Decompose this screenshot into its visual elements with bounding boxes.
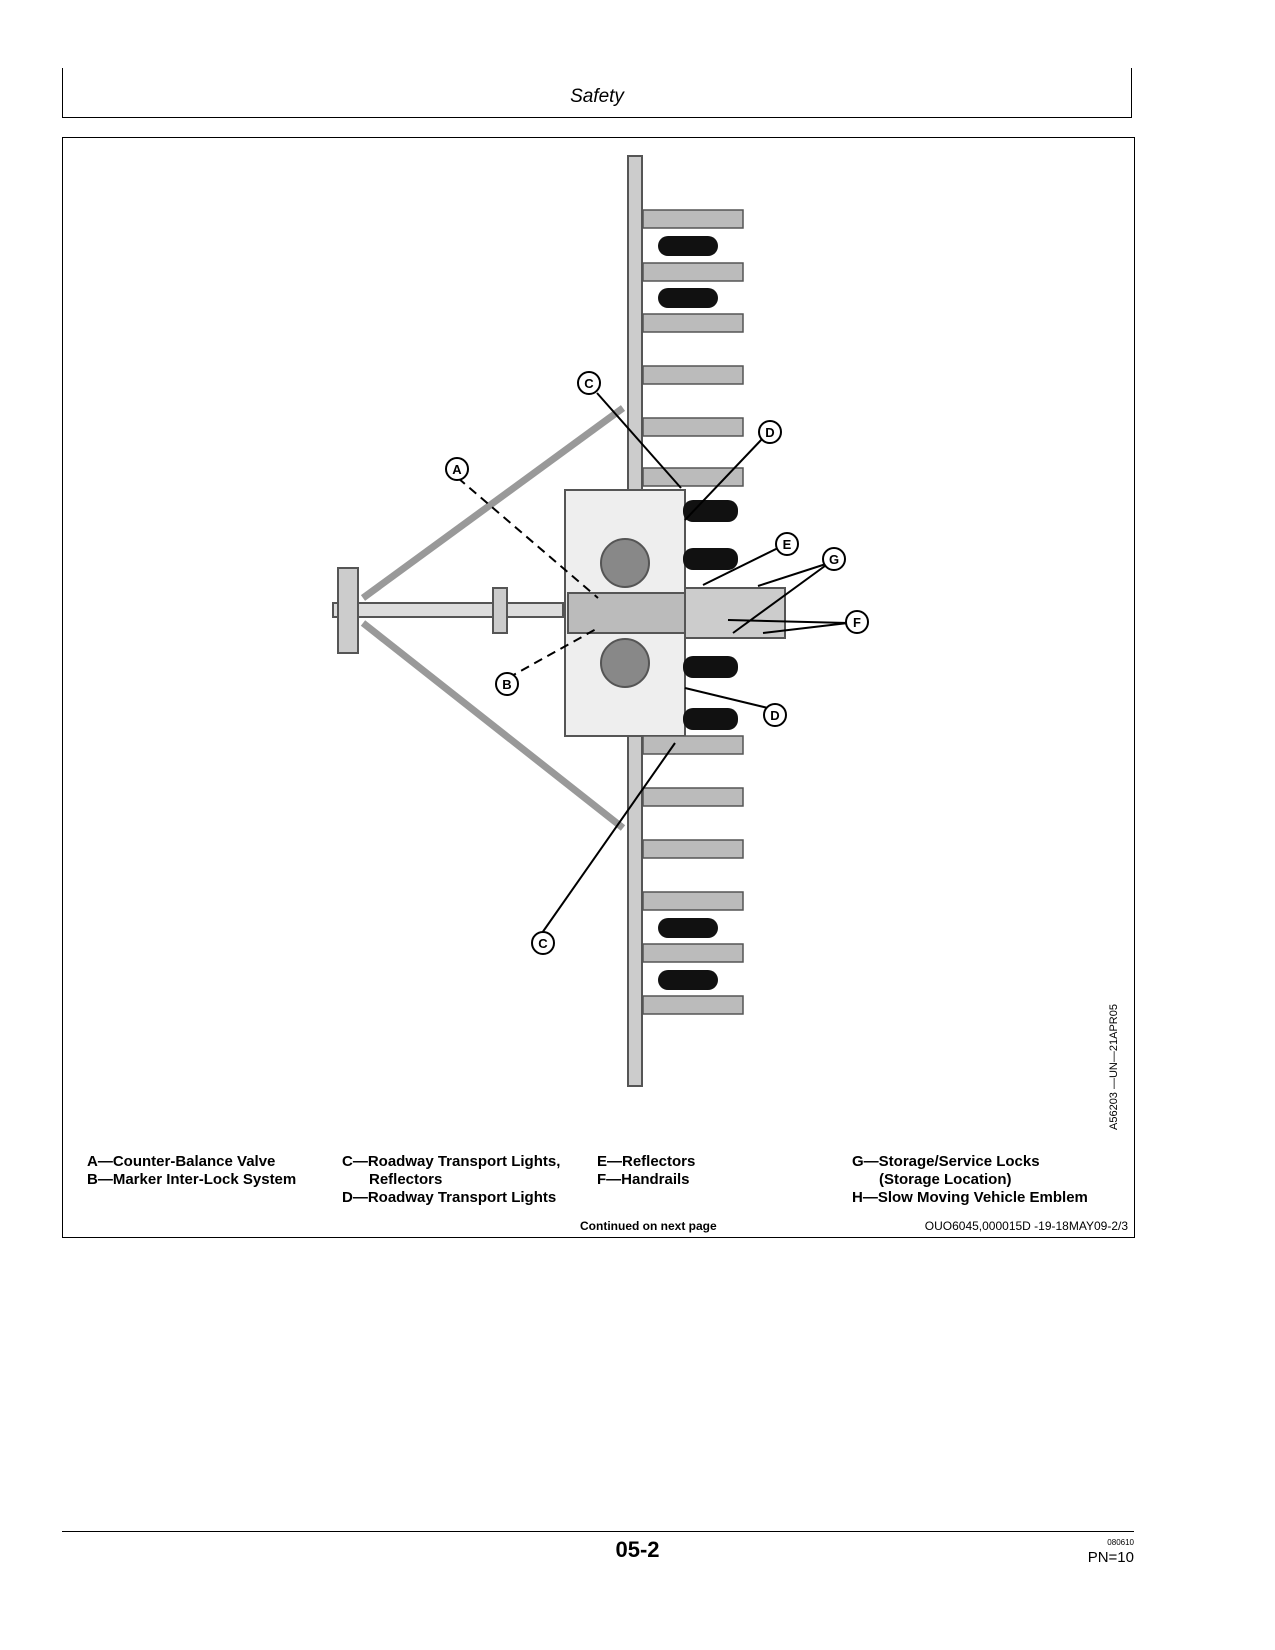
legend-item-g-cont: (Storage Location) [879, 1171, 1012, 1188]
reference-code: OUO6045,000015D -19-18MAY09-2/3 [924, 1219, 1128, 1233]
handrail-area [684, 587, 786, 639]
legend-item-c: C—Roadway Transport Lights, [342, 1153, 561, 1170]
page-number: 05-2 [615, 1537, 660, 1562]
callout-f: F [853, 615, 861, 630]
hitch-tongue [332, 602, 564, 618]
legend-item-h: H—Slow Moving Vehicle Emblem [852, 1189, 1088, 1206]
legend-col-4: G—Storage/Service Locks (Storage Locatio… [852, 1153, 1088, 1207]
callout-labels: A B C C D D E F G [452, 376, 861, 951]
continued-note: Continued on next page [580, 1219, 717, 1233]
callout-c-upper: C [584, 376, 594, 391]
planter-diagram: A B C C D D E F G [332, 155, 869, 1087]
brace-lower [360, 620, 626, 831]
seed-tank-lower [600, 638, 650, 688]
page-section-title: Safety [570, 86, 624, 107]
legend-col-1: A—Counter-Balance Valve B—Marker Inter-L… [87, 1153, 296, 1189]
header-box: Safety [62, 68, 1132, 118]
callout-g: G [829, 552, 839, 567]
seed-tank-upper [600, 538, 650, 588]
callout-c-lower: C [538, 936, 548, 951]
callout-b: B [502, 677, 511, 692]
figure-id: A56203 —UN—21APR05 [1108, 1004, 1120, 1130]
footer-rule [62, 1531, 1134, 1532]
hitch-clevis [337, 567, 359, 654]
legend-item-g: G—Storage/Service Locks [852, 1153, 1040, 1170]
brace-upper [360, 405, 626, 601]
callout-d-upper: D [765, 425, 774, 440]
legend-item-a: A—Counter-Balance Valve [87, 1153, 276, 1170]
legend-col-2: C—Roadway Transport Lights, Reflectors D… [342, 1153, 560, 1207]
callout-d-lower: D [770, 708, 779, 723]
legend-item-c-cont: Reflectors [369, 1171, 443, 1188]
callout-e: E [783, 537, 792, 552]
figure-box: A B C C D D E F G [62, 137, 1135, 1238]
leader-lines [457, 392, 849, 934]
legend-item-b: B—Marker Inter-Lock System [87, 1171, 297, 1188]
legend-item-f: F—Handrails [597, 1171, 690, 1188]
legend-item-d: D—Roadway Transport Lights [342, 1189, 557, 1206]
legend-item-e: E—Reflectors [597, 1153, 696, 1170]
callout-a: A [452, 462, 462, 477]
legend-col-3: E—Reflectors F—Handrails [597, 1153, 695, 1189]
callout-circles [445, 371, 869, 955]
date-code: 080610 [1107, 1538, 1134, 1547]
tires [658, 236, 738, 990]
pn-label: PN=10 [1087, 1549, 1134, 1566]
tongue-jack [492, 587, 508, 634]
